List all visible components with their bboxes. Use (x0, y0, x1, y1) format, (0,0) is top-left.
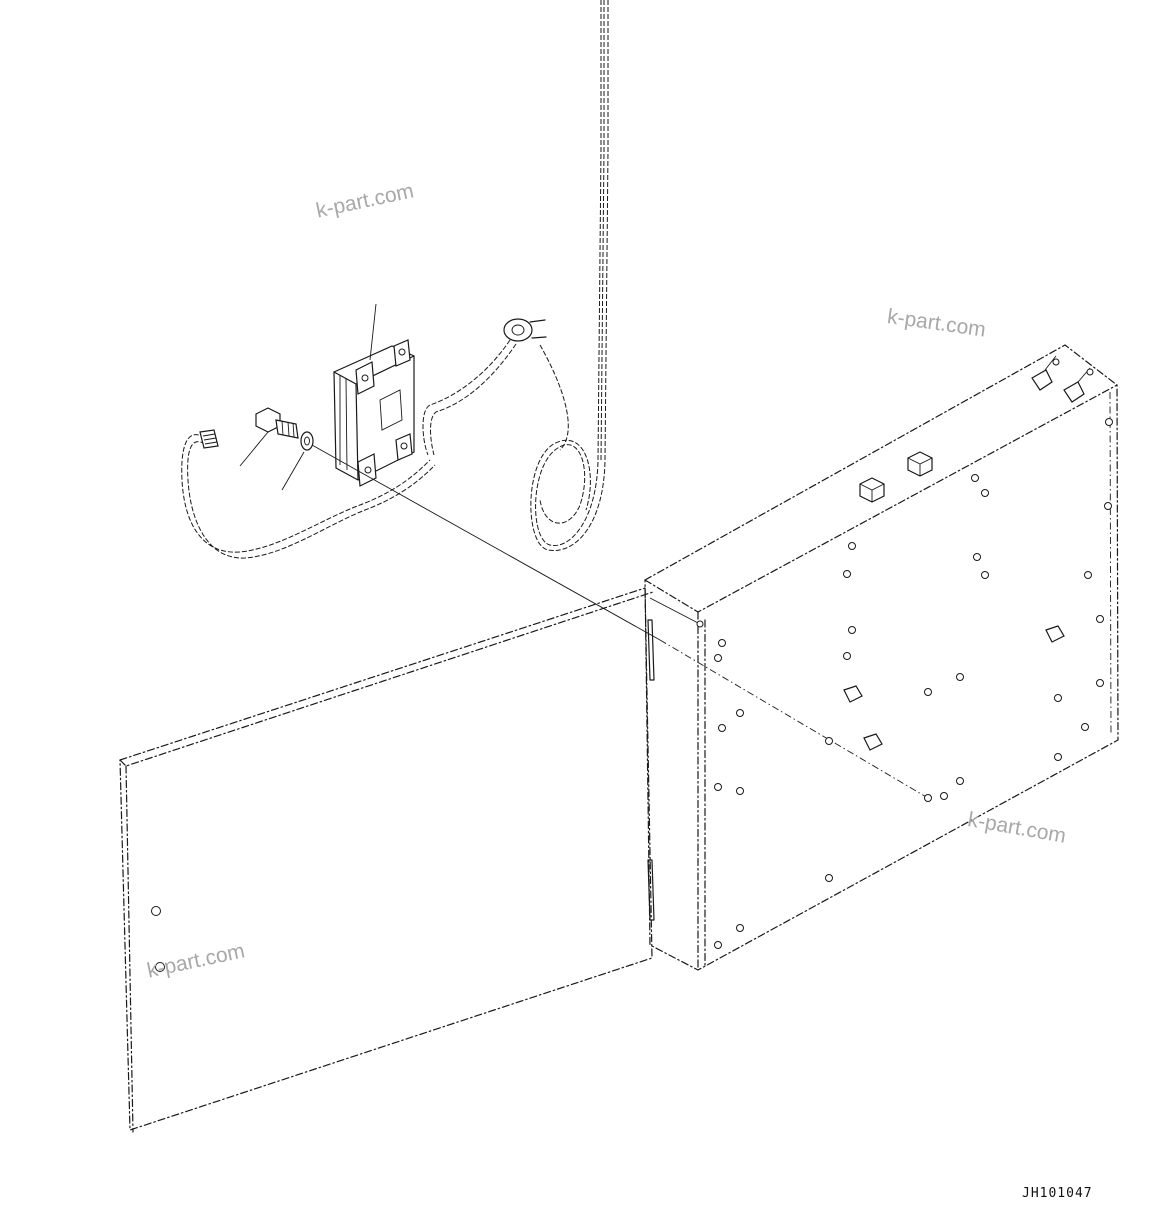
leader-lines (239, 303, 377, 491)
cabinet-body (644, 344, 1119, 971)
assembly-lines (311, 444, 929, 799)
cover-panel (119, 587, 655, 1133)
sensor-cable (181, 434, 436, 559)
bolt (255, 407, 299, 439)
sensor-plug (199, 429, 219, 449)
wire-harness (530, 0, 609, 552)
washer (300, 431, 314, 451)
module-cable (422, 339, 569, 456)
grommet (503, 318, 547, 342)
controller-module (333, 339, 415, 487)
drawing-code: JH101047 (1022, 1186, 1093, 1201)
